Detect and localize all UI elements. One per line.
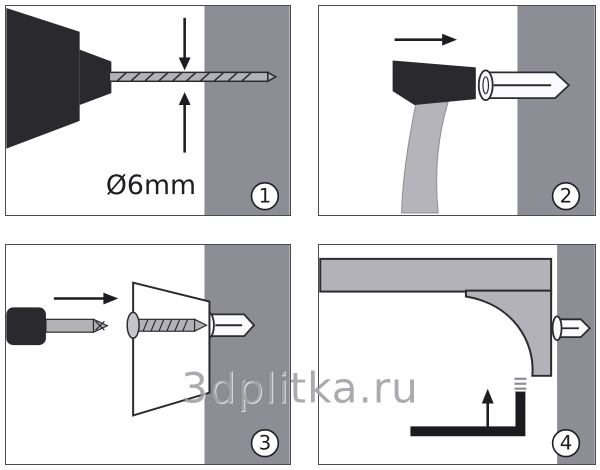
wall-plug-icon [477, 69, 571, 101]
hammer-icon [392, 60, 476, 214]
screwdriver-icon [6, 307, 109, 346]
screwdriver-illustration: 3 [6, 245, 290, 464]
mounting-illustration: 4 [319, 245, 595, 464]
drill-icon [6, 7, 112, 149]
panel-step-4-mount: 4 [318, 244, 596, 465]
arrow-right-icon [394, 33, 457, 46]
angle-profile-icon [410, 391, 526, 437]
wall-plug-icon [551, 315, 592, 342]
step-badge-2: 2 [551, 182, 581, 211]
hammer-illustration: 2 [392, 6, 595, 215]
panel-step-1-drill: Ø6mm 1 [5, 5, 291, 216]
shelf-icon [319, 257, 553, 293]
wall-section [204, 245, 290, 464]
step-number-1: 1 [259, 185, 272, 208]
screw-icon [126, 311, 208, 339]
step-badge-1: 1 [250, 182, 280, 211]
step-badge-3: 3 [250, 429, 280, 458]
wall-section [517, 6, 595, 215]
bracket-plate-icon [132, 281, 211, 417]
step-badge-4: 4 [551, 429, 581, 458]
wall-section [557, 245, 595, 464]
diameter-arrows-icon [178, 17, 191, 153]
step-number-3: 3 [259, 432, 272, 455]
step-number-2: 2 [560, 185, 573, 208]
arrow-up-icon [481, 388, 494, 428]
arrow-right-icon [53, 292, 119, 305]
diameter-label: Ø6mm [106, 170, 196, 201]
corbel-icon [464, 289, 553, 377]
panel-step-3-screwdriver: 3 [5, 244, 291, 465]
drill-illustration: Ø6mm 1 [6, 6, 290, 215]
drill-bit-icon [108, 71, 278, 83]
wall-section [204, 6, 290, 215]
wall-plug-icon [202, 311, 256, 340]
step-number-4: 4 [560, 432, 573, 455]
panel-step-2-hammer: 2 [318, 5, 596, 216]
